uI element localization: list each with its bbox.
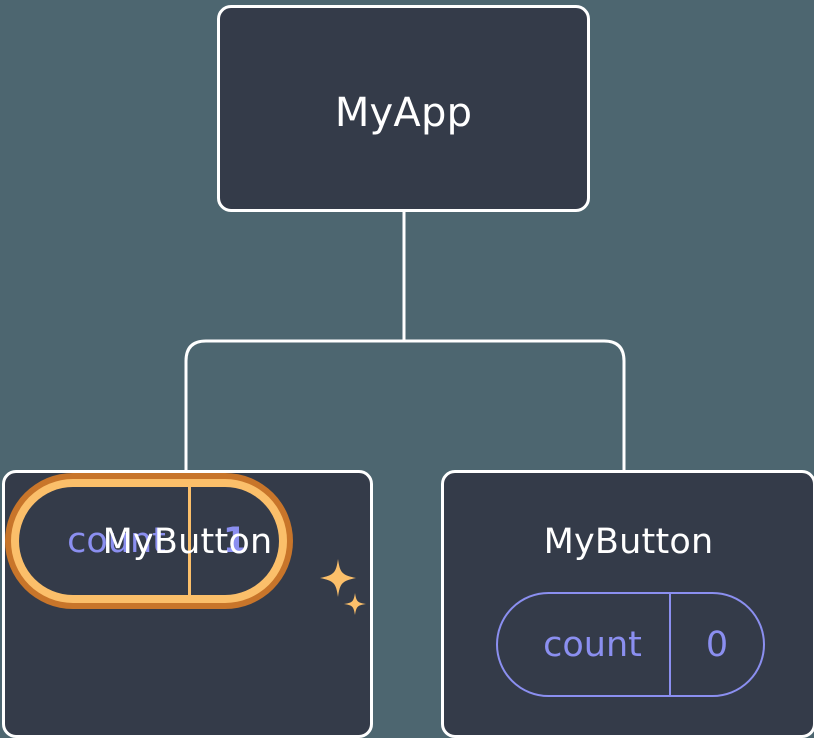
state-key-label: count	[19, 487, 191, 595]
state-pill-core: count 1	[19, 487, 279, 595]
state-pill-highlighted[interactable]: count 1	[5, 473, 293, 609]
node-mybutton-left[interactable]: MyButton count 1	[2, 470, 373, 738]
node-myapp-title: MyApp	[334, 90, 473, 136]
state-value-label: 1	[222, 521, 248, 561]
state-value-label: 0	[705, 624, 729, 665]
node-mybutton-left-title: MyButton	[102, 522, 273, 562]
connector-branch-bus	[184, 339, 626, 470]
state-pill-ring-inner: count 1	[11, 479, 287, 603]
state-key-label: count	[498, 594, 671, 695]
node-mybutton-right[interactable]: MyButton count 0	[441, 470, 814, 738]
node-mybutton-right-title: MyButton	[543, 522, 714, 562]
state-pill-plain[interactable]: count 0	[496, 592, 765, 697]
node-myapp[interactable]: MyApp	[217, 5, 590, 212]
